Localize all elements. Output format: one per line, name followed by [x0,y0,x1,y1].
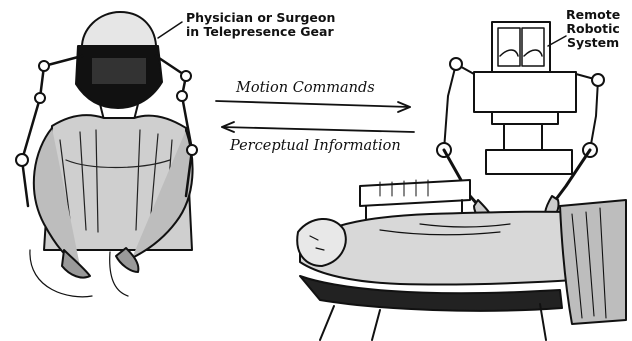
robot-label-line3: System [566,36,620,50]
robot-label: Remote Robotic System [566,8,620,50]
robot-label-line1: Remote [566,8,620,22]
physician-pointer-line [158,22,182,38]
motion-commands-label: Motion Commands [236,80,375,96]
physician-label-line2: in Telepresence Gear [186,25,335,39]
operating-table [300,276,562,340]
surgeon-figure [16,12,197,297]
motion-commands-arrow [216,101,410,112]
physician-label-line1: Physician or Surgeon [186,11,335,25]
perceptual-information-arrow [222,122,414,132]
perceptual-information-label: Perceptual Information [230,138,401,154]
robot-label-line2: Robotic [566,22,620,36]
physician-label: Physician or Surgeon in Telepresence Gea… [186,11,335,39]
